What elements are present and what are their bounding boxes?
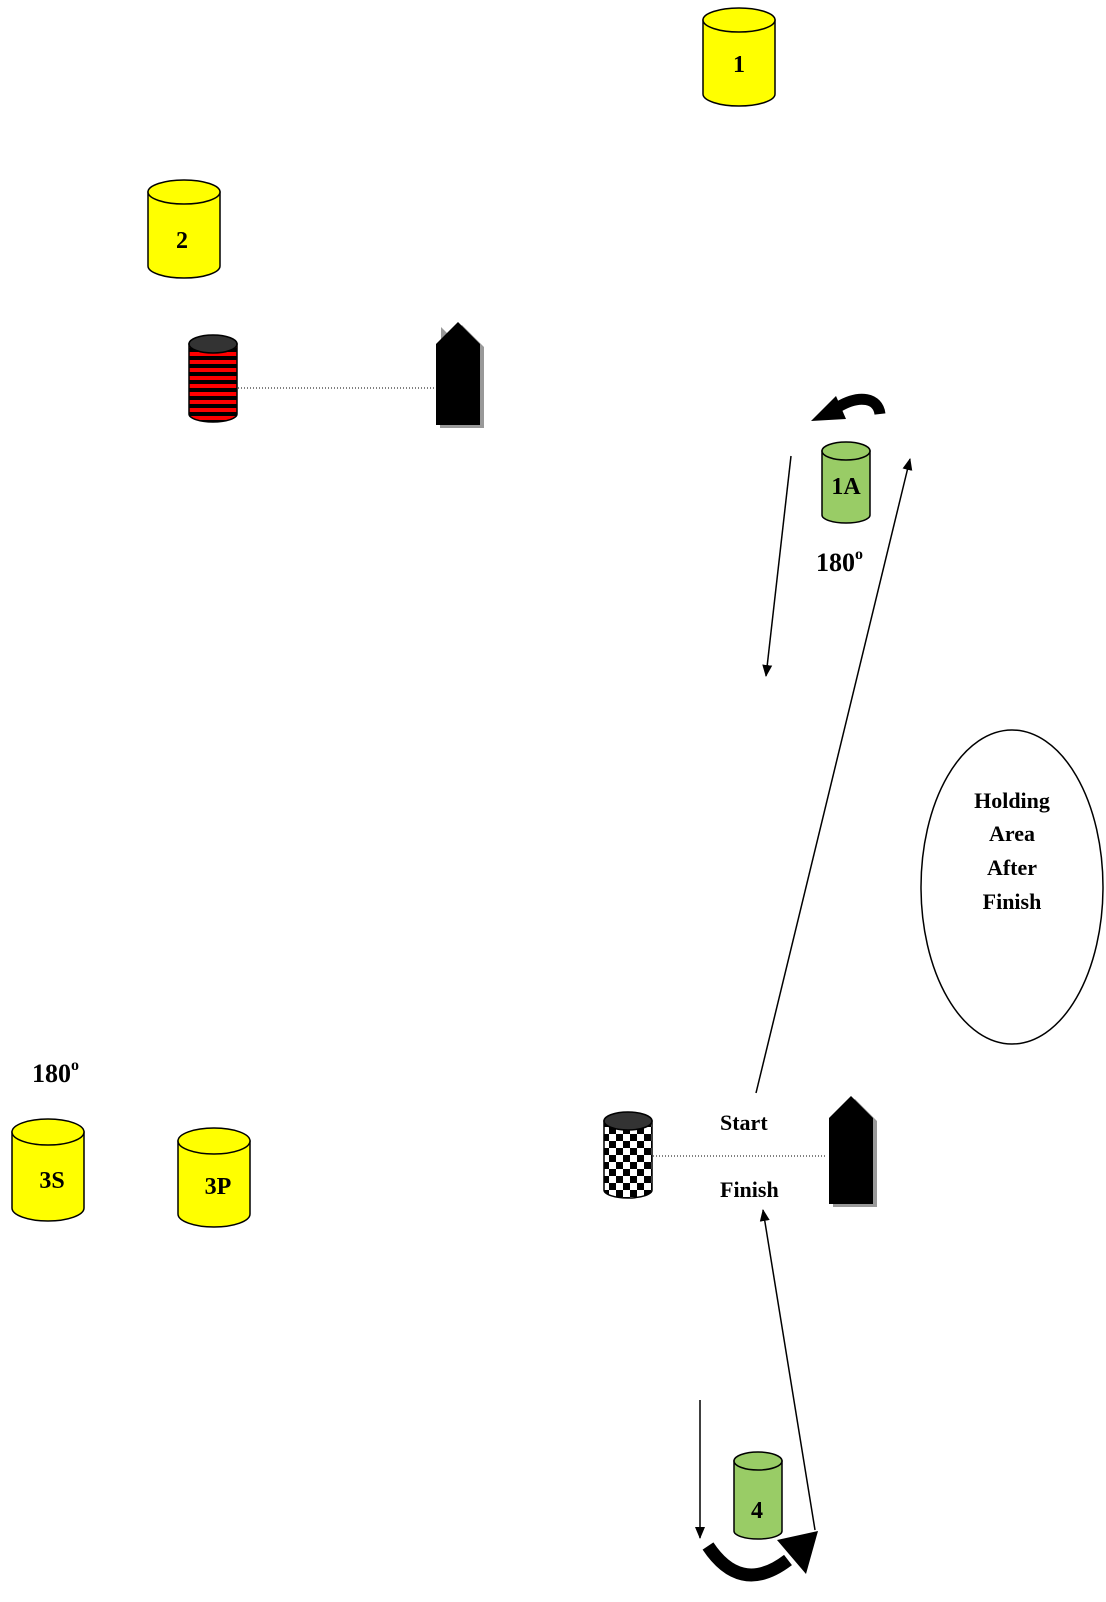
buoy-3s-label: 3S — [39, 1168, 64, 1194]
buoy-2-label: 2 — [176, 228, 188, 254]
buoy-1a-label: 1A — [831, 474, 861, 500]
turn-3-degrees: 180o — [32, 1057, 79, 1088]
buoy-1a: 1A — [821, 441, 871, 524]
turn-3-value: 180 — [32, 1059, 71, 1088]
buoy-4: 4 — [733, 1451, 783, 1540]
turn-arrow-1a-icon — [811, 393, 886, 421]
holding-area: Holding Area After Finish — [920, 729, 1104, 1045]
turn-3-degree-sign: o — [71, 1057, 79, 1074]
turn-1a-degrees: 180o — [816, 546, 863, 577]
buoy-3s: 3S — [11, 1118, 85, 1222]
boat-icon — [436, 322, 484, 428]
finish-label: Finish — [720, 1177, 779, 1202]
holding-area-line-1: Holding — [974, 788, 1050, 813]
course-arrow-up-to-1a — [755, 458, 913, 1094]
turn-1a-degree-sign: o — [855, 546, 863, 563]
holding-area-line-3: After — [987, 855, 1037, 880]
holding-area-line-4: Finish — [983, 889, 1042, 914]
turn-1a-value: 180 — [816, 548, 855, 577]
turn-arrow-4-icon — [702, 1531, 818, 1582]
buoy-4-label: 4 — [751, 1498, 763, 1524]
buoy-1: 1 — [702, 7, 776, 107]
buoy-1-label: 1 — [733, 52, 745, 78]
course-arrow-down-1a — [762, 455, 792, 677]
boat-icon — [829, 1096, 877, 1207]
holding-area-line-2: Area — [989, 821, 1035, 846]
red-striped-buoy — [188, 334, 238, 423]
checkered-buoy — [603, 1111, 653, 1199]
course-arrow-up-to-finish — [759, 1209, 816, 1531]
buoy-3p-label: 3P — [205, 1174, 232, 1200]
start-label: Start — [720, 1110, 768, 1135]
buoy-3p: 3P — [177, 1127, 251, 1228]
buoy-2: 2 — [147, 179, 221, 279]
